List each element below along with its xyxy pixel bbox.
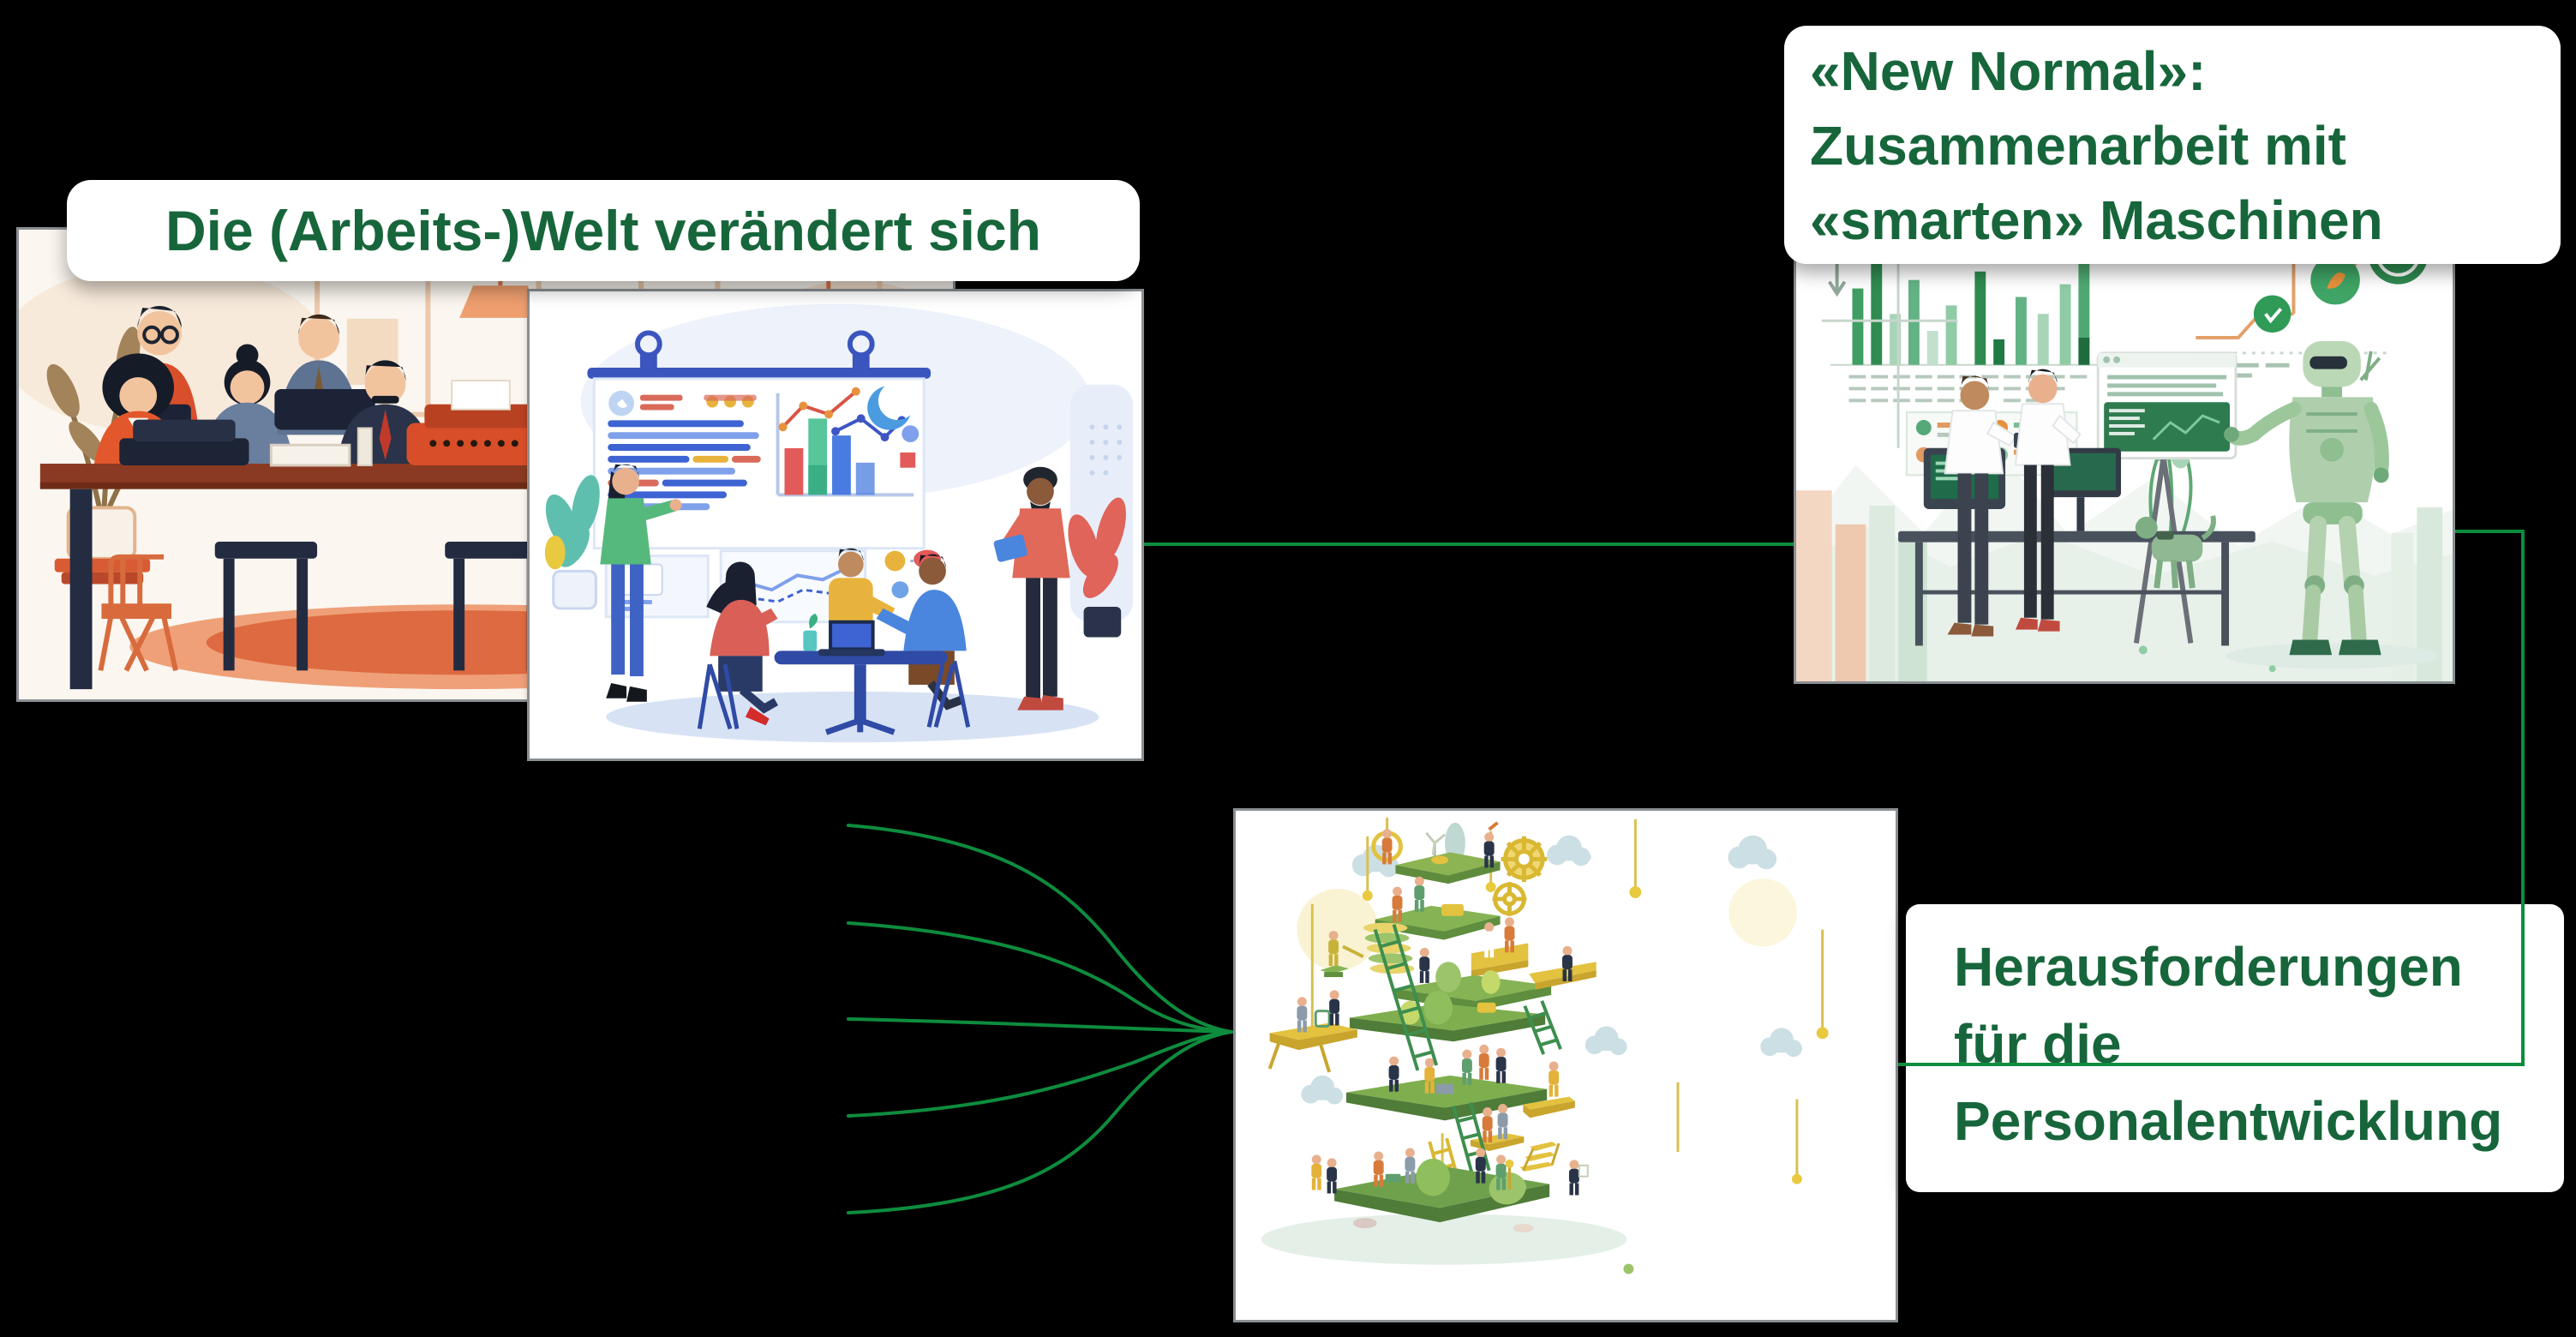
new-normal-line-3: «smarten» Maschinen: [1810, 189, 2383, 251]
title-new-normal-box: «New Normal»: Zusammenarbeit mit «smarte…: [1784, 26, 2561, 264]
herausforderungen-line-3: Personalentwicklung: [1954, 1090, 2503, 1152]
personnel-development-image: [1233, 808, 1898, 1322]
herausforderungen-line-1: Herausforderungen: [1954, 936, 2463, 998]
new-normal-line-1: «New Normal»:: [1810, 40, 2207, 102]
title-arbeitswelt-text: Die (Arbeits-)Welt verändert sich: [165, 199, 1042, 262]
personnel-development-art: [1236, 811, 1896, 1320]
modern-office-art: [530, 291, 1141, 758]
herausforderungen-box: Herausforderungen für die Personalentwic…: [1906, 904, 2564, 1192]
new-normal-line-2: Zusammenarbeit mit: [1810, 115, 2346, 177]
modern-office-image: [527, 289, 1144, 761]
connector-converging-curves: [847, 824, 1233, 1214]
title-arbeitswelt-box: Die (Arbeits-)Welt verändert sich: [67, 180, 1140, 281]
herausforderungen-line-2: für die: [1954, 1013, 2122, 1075]
